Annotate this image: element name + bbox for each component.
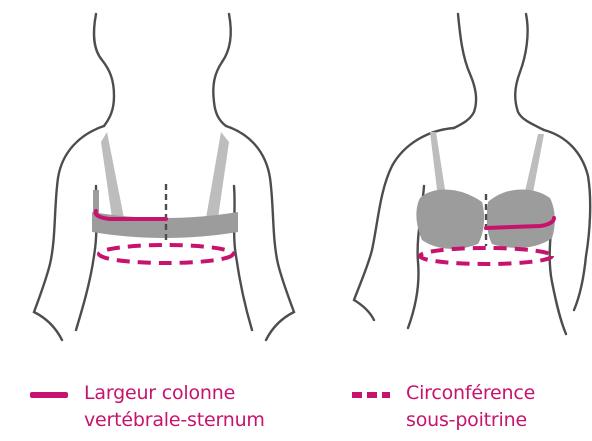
back-figure xyxy=(34,14,294,340)
legend-dashed-line2: sous-poitrine xyxy=(406,407,535,434)
solid-line-swatch xyxy=(30,392,68,398)
front-bra-right-strap xyxy=(524,134,544,198)
front-figure xyxy=(354,14,590,334)
front-bra-left-strap xyxy=(430,132,446,198)
dashed-line-swatch xyxy=(352,392,390,398)
legend-dashed-label: Circonférence sous-poitrine xyxy=(406,380,535,434)
legend-dashed: Circonférence sous-poitrine xyxy=(352,380,535,434)
legend-solid-label: Largeur colonne vertébrale-sternum xyxy=(84,380,265,434)
front-bra-left-cup xyxy=(416,189,484,248)
back-figure-head-outline xyxy=(94,14,114,126)
back-figure-torso-right xyxy=(234,186,252,330)
legend-solid-line2: vertébrale-sternum xyxy=(84,407,265,434)
front-figure-neck-left xyxy=(454,14,476,128)
back-figure-neck-right xyxy=(213,14,230,126)
front-underbust-measure xyxy=(420,248,552,264)
legend-solid-line1: Largeur colonne xyxy=(84,380,265,407)
front-figure-neck-right xyxy=(515,14,544,130)
front-bra-right-cup xyxy=(487,189,555,247)
back-figure-right-arm xyxy=(226,126,294,340)
back-underbust-measure xyxy=(99,245,233,263)
legend-solid: Largeur colonne vertébrale-sternum xyxy=(30,380,265,434)
back-bra-right-strap xyxy=(206,132,229,218)
legend-dashed-line1: Circonférence xyxy=(406,380,535,407)
back-bra-left-strap xyxy=(101,132,124,218)
back-figure-left-arm xyxy=(34,126,104,340)
